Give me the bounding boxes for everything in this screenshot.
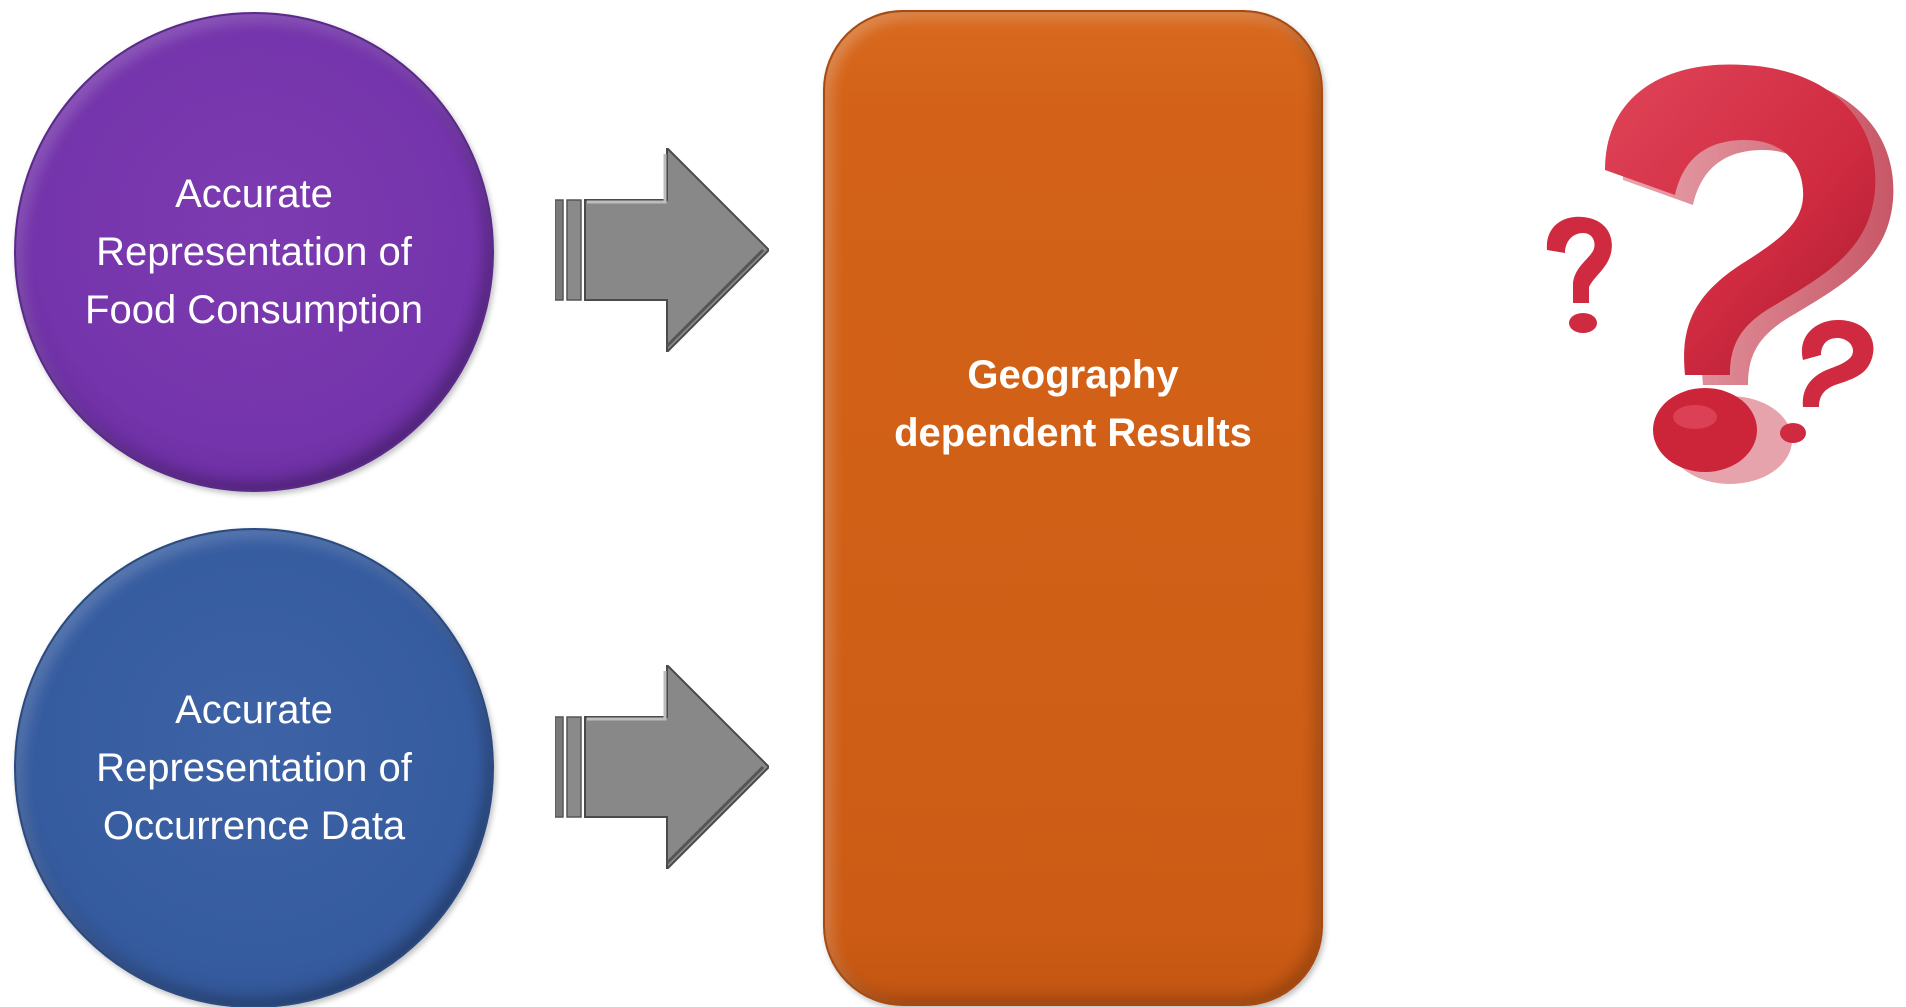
geography-results-label: Geography dependent Results [894,353,1252,455]
arrow-right-icon [555,148,769,352]
question-marks-icon [1546,64,1894,484]
occurrence-data-label: Accurate Representation of Occurrence Da… [96,688,412,848]
arrow-right-icon [555,665,769,869]
food-consumption-label: Accurate Representation of Food Consumpt… [85,172,423,332]
occurrence-data-circle: Accurate Representation of Occurrence Da… [14,528,494,1007]
geography-results-box: Geography dependent Results [823,10,1323,1006]
food-consumption-circle: Accurate Representation of Food Consumpt… [14,12,494,492]
